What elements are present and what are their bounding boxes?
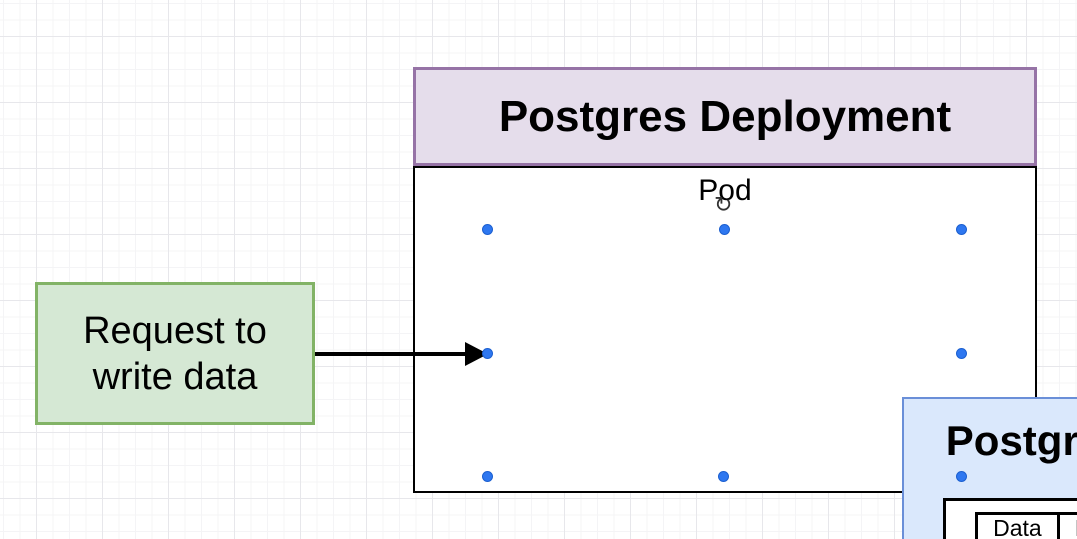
selection-handle-top-right[interactable] [956, 224, 967, 235]
selection-handle-top-left[interactable] [482, 224, 493, 235]
request-label: Request to write data [83, 308, 267, 400]
request-label-line1: Request to [83, 309, 267, 352]
data-cell[interactable]: Data [975, 512, 1060, 539]
postgres-container-shape[interactable]: Postgres Container Data Data Data Data D… [902, 397, 1077, 539]
selection-handle-bottom-center[interactable] [718, 471, 729, 482]
request-shape[interactable]: Request to write data [35, 282, 315, 425]
postgres-deployment-title: Postgres Deployment [498, 91, 952, 141]
selection-handle-middle-left[interactable] [482, 348, 493, 359]
selection-handle-top-center[interactable] [719, 224, 730, 235]
postgres-container-title: Postgres Container [945, 417, 1077, 464]
data-table-shape[interactable]: Data Data Data Data Data Data Data Data [943, 498, 1077, 539]
request-label-line2: write data [92, 355, 258, 398]
data-row: Data Data Data Data [975, 512, 1077, 539]
pod-shape[interactable]: Pod ↻ Postgres Container Data Data Data … [413, 166, 1077, 539]
pod-label: Pod [698, 174, 752, 207]
selection-handle-bottom-right[interactable] [956, 471, 967, 482]
request-arrow[interactable] [315, 352, 469, 356]
selection-handle-middle-right[interactable] [956, 348, 967, 359]
selection-handle-bottom-left[interactable] [482, 471, 493, 482]
request-arrow-head [465, 342, 488, 366]
postgres-deployment-shape[interactable]: Postgres Deployment [413, 67, 1037, 166]
rotate-handle-icon[interactable]: ↻ [714, 192, 733, 217]
data-cell[interactable]: Data [1056, 512, 1077, 539]
